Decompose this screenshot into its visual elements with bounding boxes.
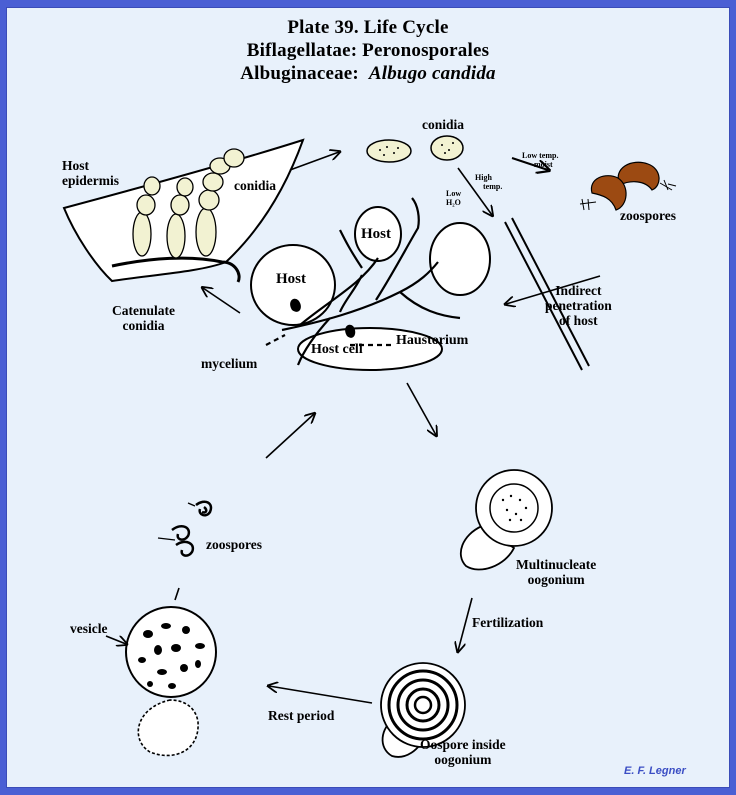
label-low-temp-line2: moist: [534, 160, 553, 169]
conidia-top: [366, 135, 464, 163]
label-high-temp-line2: temp.: [483, 182, 503, 191]
species-name: Albugo candida: [368, 63, 496, 84]
label-low-h2o-line1: Low: [446, 189, 462, 198]
label-catenulate-line1: Catenulate: [112, 303, 175, 318]
label-multinucleate-line1: Multinucleate: [516, 557, 597, 572]
host-cells: [250, 206, 491, 371]
plate-subtitle-family: Albuginaceae: Albugo candida: [0, 63, 736, 85]
plate-subtitle-order: Biflagellatae: Peronosporales: [246, 40, 490, 61]
haustorium-host-cell: [345, 324, 356, 338]
label-indirect-line3: of host: [559, 313, 598, 328]
label-zoospores-top: zoospores: [620, 208, 676, 223]
label-host-cell: Host cell: [311, 342, 363, 357]
label-mycelium: mycelium: [201, 356, 258, 371]
label-indirect-line1: Indirect: [555, 283, 602, 298]
conidia-chains: [132, 148, 245, 259]
label-oospore-line1: Oospore inside: [420, 737, 506, 752]
label-host-upper: Host: [361, 226, 391, 242]
label-catenulate-line2: conidia: [122, 318, 165, 333]
multinucleate-oogonium: [460, 469, 553, 571]
label-low-h2o-line2: H₂O: [446, 198, 461, 207]
cycle-arrows: [105, 152, 601, 704]
label-zoospores-bottom: zoospores: [206, 537, 262, 552]
label-oospore-line2: oogonium: [434, 752, 492, 767]
family-name: Albuginaceae:: [240, 63, 359, 84]
label-indirect-line2: penetration: [545, 298, 612, 313]
mycelium-hyphae: [265, 197, 461, 366]
label-high-temp-line1: High: [475, 173, 492, 182]
plate-title: Plate 39. Life Cycle: [287, 17, 449, 38]
label-conidia-top: conidia: [422, 117, 465, 132]
penetration-lines: [504, 217, 590, 371]
label-host-epidermis: Host epidermis: [62, 158, 119, 188]
label-high-temp: High temp.: [475, 173, 502, 191]
label-vesicle: vesicle: [70, 621, 108, 636]
oospore-oogonium: [380, 662, 466, 758]
label-oospore-inside-oogonium: Oospore inside oogonium: [420, 737, 506, 767]
haustorium-host: [290, 298, 301, 312]
label-rest-period: Rest period: [268, 708, 335, 723]
label-low-temp-line1: Low temp.: [522, 151, 559, 160]
label-conidia-left: conidia: [234, 178, 277, 193]
vesicle: [125, 606, 217, 757]
label-host-left: Host: [276, 271, 306, 287]
label-host-epidermis-line2: epidermis: [62, 173, 119, 188]
zoospore-release-line: [174, 587, 180, 601]
label-multinucleate-line2: oogonium: [527, 572, 585, 587]
label-host-epidermis-line1: Host: [62, 158, 89, 173]
zoospores-top: [579, 161, 677, 211]
label-catenulate-conidia: Catenulate conidia: [112, 303, 175, 333]
label-haustorium: Haustorium: [396, 333, 469, 348]
label-multinucleate-oogonium: Multinucleate oogonium: [516, 557, 596, 587]
label-low-h2o: Low H₂O: [446, 189, 461, 207]
label-low-temp: Low temp. moist: [522, 151, 558, 169]
label-indirect-penetration: Indirect penetration of host: [545, 283, 612, 328]
zoospores-bottom: [157, 500, 213, 557]
author-credit: E. F. Legner: [624, 765, 686, 777]
label-fertilization: Fertilization: [472, 615, 544, 630]
